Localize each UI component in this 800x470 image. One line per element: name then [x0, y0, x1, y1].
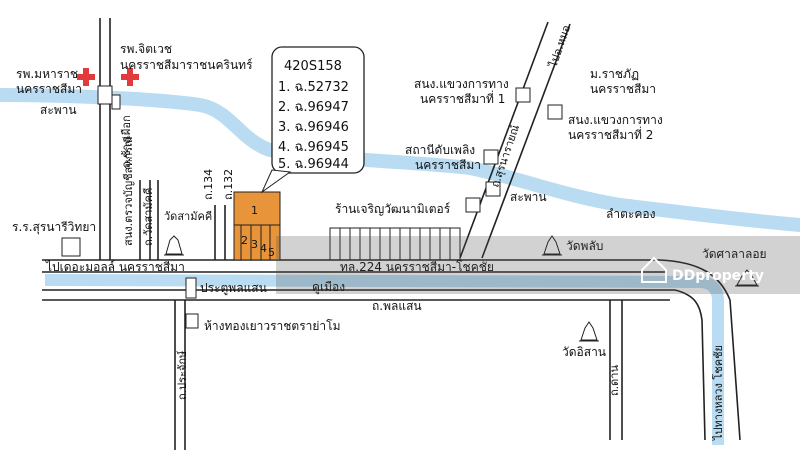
label-hospital-maharat: รพ.มหาราช — [16, 67, 78, 81]
label-gold-shop: ห้างทองเยาวราชตราย่าโม — [204, 319, 341, 333]
label-hospital-psych-2: นครราชสีมาราชนครินทร์ — [120, 58, 253, 72]
lot-row: 3. ฉ.96946 — [278, 120, 349, 135]
label-road-132: ถ.132 — [222, 169, 235, 200]
info-box: 420S158 1. ฉ.52732 2. ฉ.96947 3. ฉ.96946… — [260, 46, 365, 194]
canal-lam-takhong — [0, 88, 800, 232]
moat — [44, 274, 724, 445]
label-road-wat-samakkhi: ถ.วัดสามัคคี — [142, 188, 155, 246]
fence — [329, 227, 461, 261]
lot-row: 5. ฉ.96944 — [278, 157, 349, 172]
lot-row: 1. ฉ.52732 — [278, 80, 349, 95]
label-wat-phlap: วัดพลับ — [566, 239, 603, 253]
building-icon — [465, 197, 481, 213]
bridge-right — [485, 181, 501, 197]
label-to-terminal: ไปเดอะมอลล์ นครราชสีมา — [45, 260, 185, 274]
label-road-phonlasaen: ถ.พลแสน — [372, 299, 422, 313]
label-road-134: ถ.134 — [202, 169, 215, 200]
plot-number-4: 4 — [260, 242, 267, 255]
hospital-cross-icon — [121, 68, 139, 86]
label-wat-sala-loi: วัดศาลาลอย — [702, 247, 767, 261]
plot-number-2: 2 — [241, 234, 248, 247]
label-school: ร.ร.สุรนารีวิทยา — [12, 220, 96, 235]
lot-row: 4. ฉ.96945 — [278, 140, 349, 155]
building-icon — [61, 237, 81, 257]
label-pratu-phonlasaen: ประตูพลแสน — [200, 281, 267, 296]
label-highway-224: ทล.224 นครราชสีมา-โชคชัย — [340, 260, 494, 274]
temple-icon — [735, 269, 759, 287]
building-icon — [547, 104, 563, 120]
label-bridge-left: สะพาน — [40, 103, 77, 117]
label-wat-samakkhi: วัดสามัคคี — [164, 210, 212, 223]
watermark-text: DDproperty — [672, 268, 764, 284]
label-moat: คูเมือง — [312, 280, 345, 295]
label-highway-office-2b: นครราชสีมาที่ 2 — [568, 126, 653, 142]
plot-number-3: 3 — [251, 238, 258, 251]
label-bridge-right: สะพาน — [510, 190, 547, 204]
label-auditor-office: สนง.ตรวจบัญชีสหกรณ์ — [122, 137, 135, 246]
hospital-cross-icon — [77, 68, 95, 86]
building-icon — [515, 87, 531, 103]
label-shop-charoen: ร้านเจริญวัฒนามิเตอร์ — [335, 202, 451, 216]
label-wat-isan: วัดอิสาน — [562, 345, 606, 359]
label-road-bypass: ไปอ.หมอ — [546, 23, 573, 70]
plot-number-5: 5 — [268, 246, 275, 259]
temple-icon — [542, 235, 562, 256]
property-plots — [233, 191, 281, 261]
house-logo-icon — [641, 256, 667, 283]
label-hospital-psych: รพ.จิตเวช — [120, 42, 172, 56]
label-road-dan: ถ.ด่าน — [608, 365, 621, 396]
lot-row: 2. ฉ.96947 — [278, 100, 349, 115]
label-highway-office-1b: นครราชสีมาที่ 1 — [420, 90, 505, 106]
label-rajabhat-2: นครราชสีมา — [590, 82, 656, 96]
building-icon — [111, 94, 121, 110]
label-hospital-maharat-2: นครราชสีมา — [16, 82, 82, 96]
label-rajabhat: ม.ราชภัฏ — [590, 67, 639, 81]
watermark-banner: DDproperty — [276, 236, 800, 294]
plot-number-1: 1 — [251, 204, 258, 217]
building-icon — [185, 313, 199, 329]
road-network — [42, 18, 741, 450]
label-fire-station-2: นครราชสีมา — [415, 158, 481, 172]
bridge-left — [97, 85, 113, 105]
temple-icon — [164, 235, 184, 256]
label-to-chokchai: ไปทางหลวง โชคชัย — [711, 345, 725, 441]
label-canal: ลำตะคอง — [606, 207, 655, 221]
info-box-title: 420S158 — [284, 59, 342, 74]
label-road-chang-phueak: ถ.ช้างเผือก — [120, 115, 133, 168]
building-icon — [483, 149, 499, 165]
label-fire-station: สถานีดับเพลิง — [405, 143, 475, 157]
label-road-prajak: ถ.ประจักษ์ — [176, 350, 189, 400]
label-highway-office-2: สนง.แขวงการทาง — [568, 113, 663, 127]
building-icon — [185, 277, 197, 299]
label-highway-office-1: สนง.แขวงการทาง — [414, 77, 509, 91]
temple-icon — [579, 321, 599, 342]
